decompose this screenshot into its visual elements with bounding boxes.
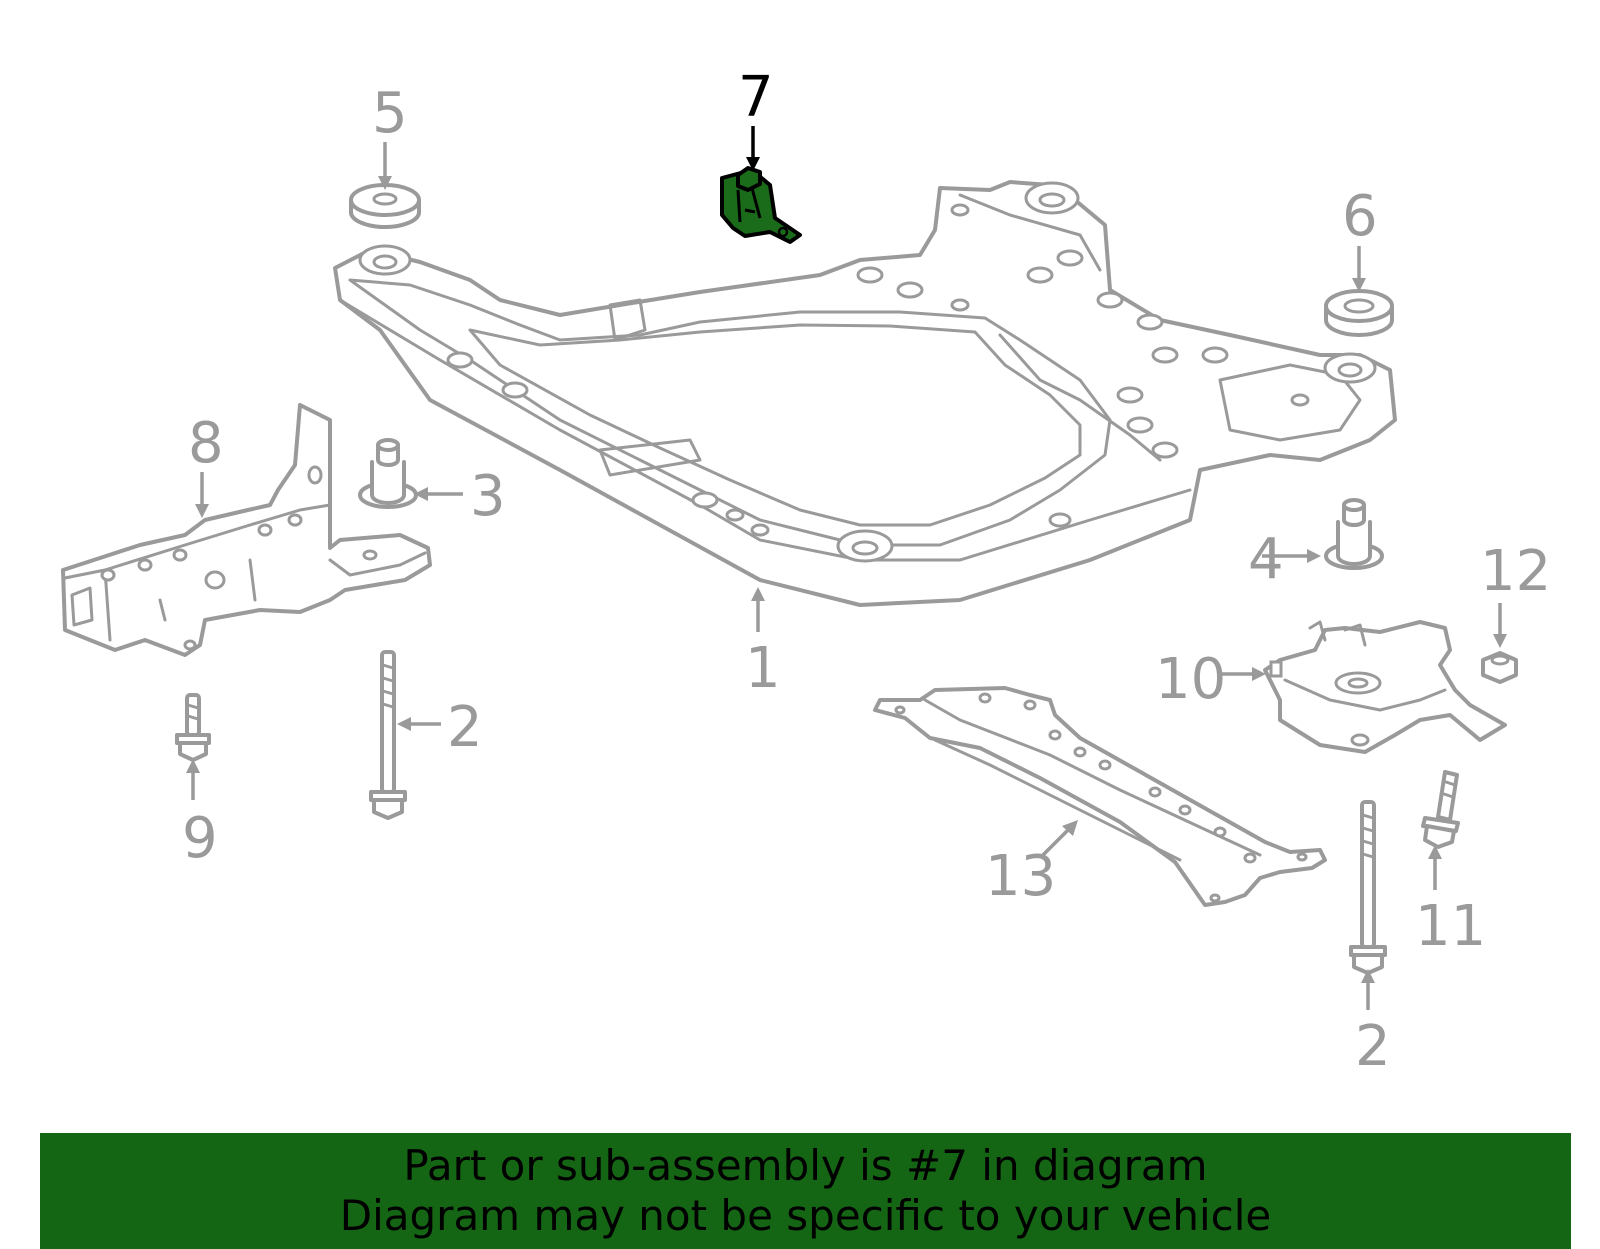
bushing-right-part[interactable] (1324, 498, 1384, 570)
short-bolt-right-part[interactable] (1421, 770, 1460, 849)
callout-4: 4 (1248, 527, 1284, 592)
callout-12: 12 (1480, 539, 1551, 604)
cross-brace-part[interactable] (873, 686, 1327, 907)
banner-line-2: Diagram may not be specific to your vehi… (339, 1191, 1272, 1240)
side-brace-left-part[interactable] (61, 403, 432, 657)
washer-left-part[interactable] (349, 183, 421, 229)
leader-lines (186, 126, 1507, 1010)
nut-part[interactable] (1481, 651, 1518, 684)
callout-10: 10 (1155, 647, 1226, 712)
bushing-left-part[interactable] (358, 438, 418, 509)
long-bolt-left-part[interactable] (369, 650, 407, 820)
callout-3: 3 (470, 464, 506, 529)
callout-9: 9 (182, 806, 218, 871)
subframe-part[interactable] (333, 180, 1397, 607)
short-bolt-left-part[interactable] (175, 693, 211, 762)
callout-8: 8 (188, 411, 224, 476)
mount-bracket-part[interactable] (720, 166, 802, 244)
callout-7[interactable]: 7 (738, 65, 774, 130)
info-banner: Part or sub-assembly is #7 in diagram Di… (40, 1133, 1571, 1249)
callout-2-left: 2 (447, 695, 483, 760)
callout-13: 13 (985, 844, 1056, 909)
callout-1: 1 (745, 636, 781, 701)
callout-2-right: 2 (1355, 1014, 1391, 1079)
callout-5: 5 (372, 81, 408, 146)
long-bolt-right-part[interactable] (1349, 800, 1387, 975)
washer-right-part[interactable] (1324, 289, 1394, 337)
side-brace-right-part[interactable] (1263, 620, 1507, 754)
callout-6: 6 (1342, 184, 1378, 249)
callout-11: 11 (1415, 894, 1486, 959)
banner-line-1: Part or sub-assembly is #7 in diagram (403, 1141, 1208, 1190)
